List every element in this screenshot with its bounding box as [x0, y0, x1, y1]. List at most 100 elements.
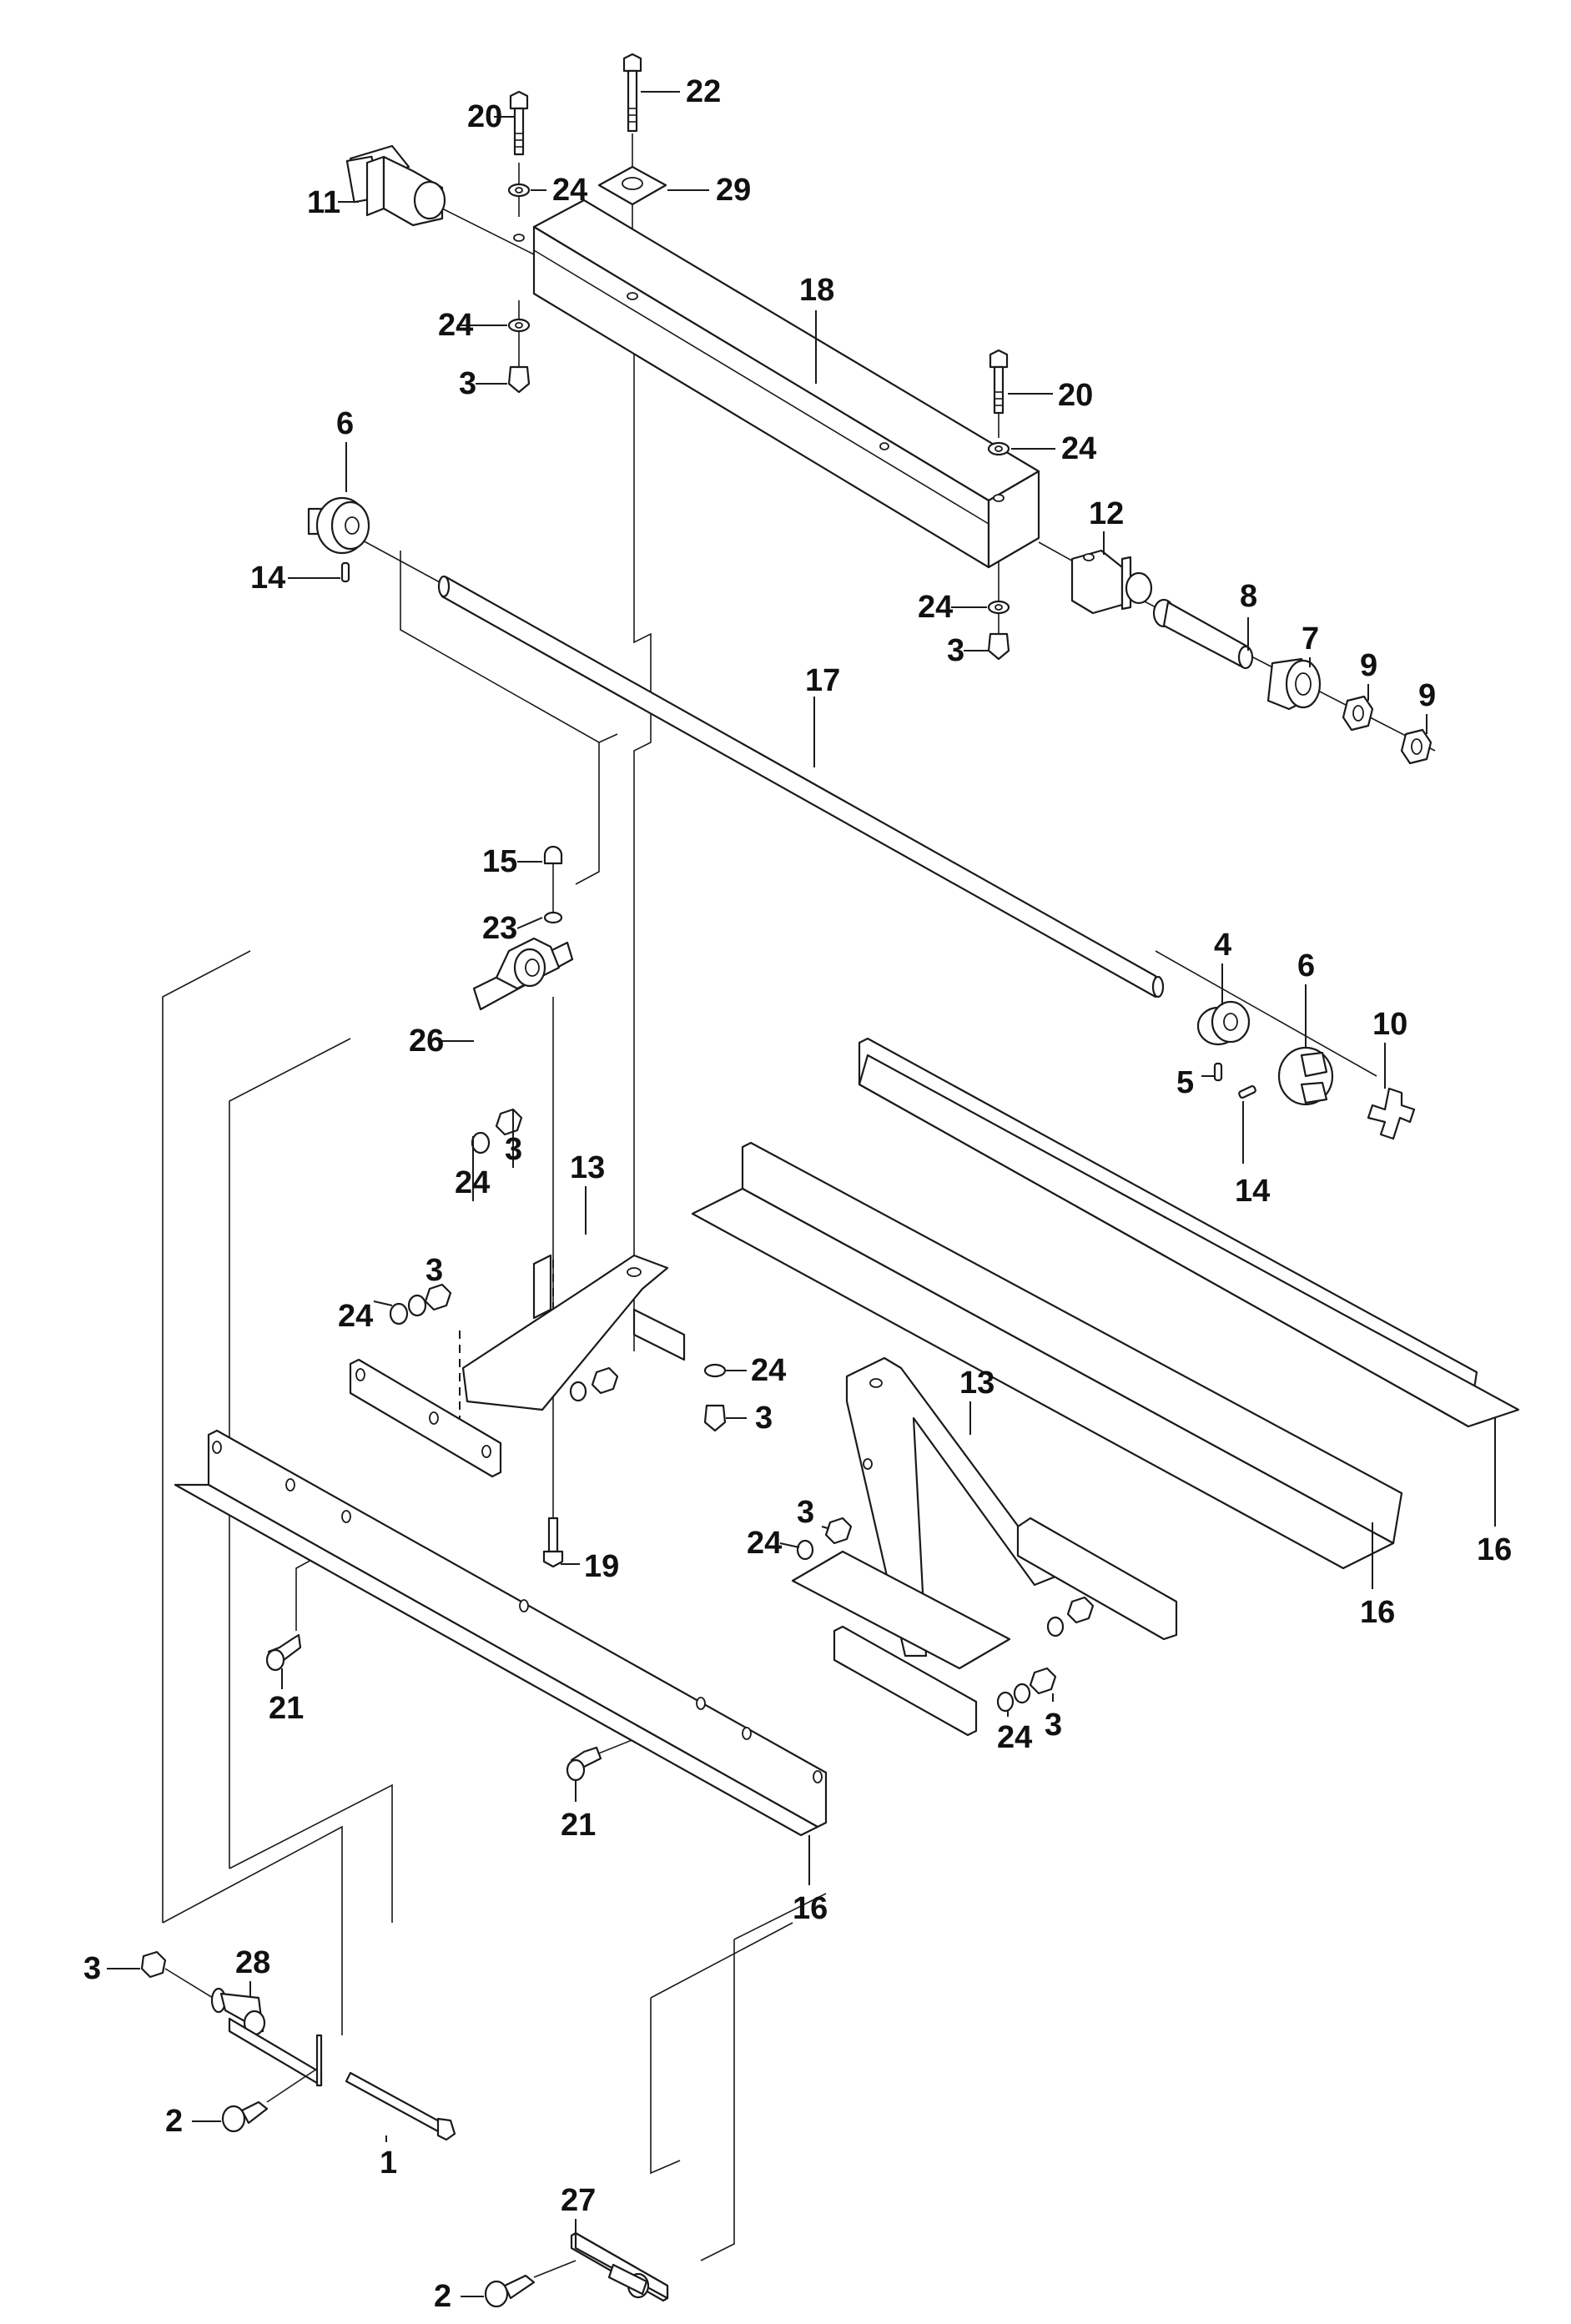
callout-26: 26: [409, 1024, 474, 1059]
callout-number: 3: [755, 1401, 773, 1436]
part-8-shaft-stub: [1152, 598, 1254, 670]
part-7-bushing: [1266, 657, 1322, 711]
callout-11: 11: [307, 185, 359, 220]
part-9-hex-nut: [1400, 728, 1433, 765]
callout-18: 18: [799, 273, 834, 384]
part-14-pin: [1238, 1085, 1256, 1099]
callout-24: 24: [997, 1710, 1032, 1755]
callout-24: 24: [747, 1526, 800, 1561]
callout-number: 24: [438, 308, 473, 343]
callout-number: 8: [1240, 579, 1257, 614]
callout-3: 3: [83, 1951, 140, 1986]
callout-number: 14: [1235, 1174, 1270, 1209]
callout-24: 24: [531, 173, 587, 208]
callout-number: 3: [83, 1951, 101, 1986]
part-26-pillow-block-bearing: [472, 937, 574, 1011]
part-13-support-bracket: [461, 1254, 686, 1411]
callout-21: 21: [269, 1668, 304, 1726]
part-3-nut: [495, 1108, 523, 1136]
callout-7: 7: [1302, 621, 1319, 667]
callout-number: 3: [425, 1253, 443, 1288]
part-13-support-bracket: [791, 1356, 1178, 1737]
callout-number: 3: [947, 633, 964, 668]
callout-number: 17: [805, 663, 840, 698]
callout-2: 2: [165, 2104, 221, 2139]
part-24-washer: [471, 1131, 491, 1154]
callout-16: 16: [1360, 1522, 1395, 1630]
callout-number: 24: [552, 173, 587, 208]
part-3-nut: [824, 1517, 853, 1545]
callout-number: 13: [959, 1366, 994, 1401]
part-1-long-bolt: [345, 2071, 456, 2141]
callout-number: 5: [1176, 1065, 1194, 1100]
callout-17: 17: [805, 663, 840, 767]
part-24-washer: [987, 600, 1010, 615]
part-24-washer: [507, 183, 531, 198]
callout-6: 6: [336, 406, 354, 492]
callout-number: 20: [467, 99, 502, 134]
callout-23: 23: [482, 911, 543, 946]
callout-20: 20: [1008, 378, 1093, 413]
callout-28: 28: [235, 1945, 270, 1998]
callout-number: 22: [686, 74, 721, 109]
callout-number: 9: [1418, 678, 1436, 713]
callout-number: 13: [570, 1150, 605, 1185]
part-10-spider-insert: [1367, 1087, 1416, 1140]
callout-number: 16: [1360, 1595, 1395, 1630]
callout-13: 13: [959, 1366, 994, 1435]
callout-19: 19: [561, 1549, 619, 1584]
part-3-nut: [591, 1366, 619, 1395]
callout-15: 15: [482, 844, 542, 879]
leader-line: [516, 917, 543, 929]
callout-24: 24: [918, 590, 987, 625]
part-24-washer: [987, 441, 1010, 456]
callout-number: 6: [1297, 948, 1315, 983]
part-3-nut: [507, 365, 531, 394]
part-24-washer: [996, 1683, 1031, 1713]
part-20-bolt: [989, 349, 1009, 415]
callout-number: 14: [250, 561, 285, 596]
callout-number: 16: [1477, 1532, 1512, 1567]
part-16-angle-rail: [691, 1141, 1403, 1570]
part-6-coupling-half: [1277, 1046, 1334, 1106]
callout-2: 2: [434, 2279, 484, 2314]
callout-3: 3: [726, 1401, 773, 1436]
callout-number: 24: [997, 1720, 1032, 1755]
callout-number: 7: [1302, 621, 1319, 656]
callout-number: 2: [165, 2104, 183, 2139]
callout-9: 9: [1418, 678, 1436, 734]
callout-14: 14: [250, 561, 340, 596]
part-24-washer: [507, 318, 531, 333]
callout-6: 6: [1297, 948, 1315, 1047]
part-3-nut: [1029, 1667, 1057, 1695]
callout-number: 24: [455, 1165, 490, 1200]
callout-29: 29: [667, 173, 751, 208]
callout-number: 1: [380, 2145, 397, 2181]
callout-21: 21: [561, 1781, 596, 1843]
part-3-nut: [987, 632, 1010, 661]
callout-number: 10: [1372, 1007, 1407, 1042]
part-3-nut: [1066, 1596, 1095, 1624]
callout-10: 10: [1372, 1007, 1407, 1089]
part-20-bolt: [509, 90, 529, 156]
bracket-mounting-plate: [349, 1358, 502, 1478]
callout-16: 16: [793, 1835, 828, 1926]
callout-24: 24: [726, 1353, 786, 1388]
part-23-washer: [543, 911, 563, 924]
part-3-nut: [140, 1950, 167, 1979]
callout-5: 5: [1176, 1065, 1214, 1100]
part-5-pin: [1213, 1062, 1223, 1082]
callout-number: 28: [235, 1945, 270, 1980]
part-21-bolt: [265, 1633, 302, 1672]
callout-24: 24: [455, 1136, 490, 1201]
callout-number: 4: [1214, 928, 1231, 963]
part-3-nut: [424, 1283, 452, 1311]
callout-number: 24: [338, 1299, 373, 1334]
callout-number: 23: [482, 911, 517, 946]
callout-24: 24: [1011, 431, 1096, 466]
part-22-bolt: [622, 53, 642, 133]
callout-number: 27: [561, 2183, 596, 2218]
callout-3: 3: [459, 366, 507, 401]
